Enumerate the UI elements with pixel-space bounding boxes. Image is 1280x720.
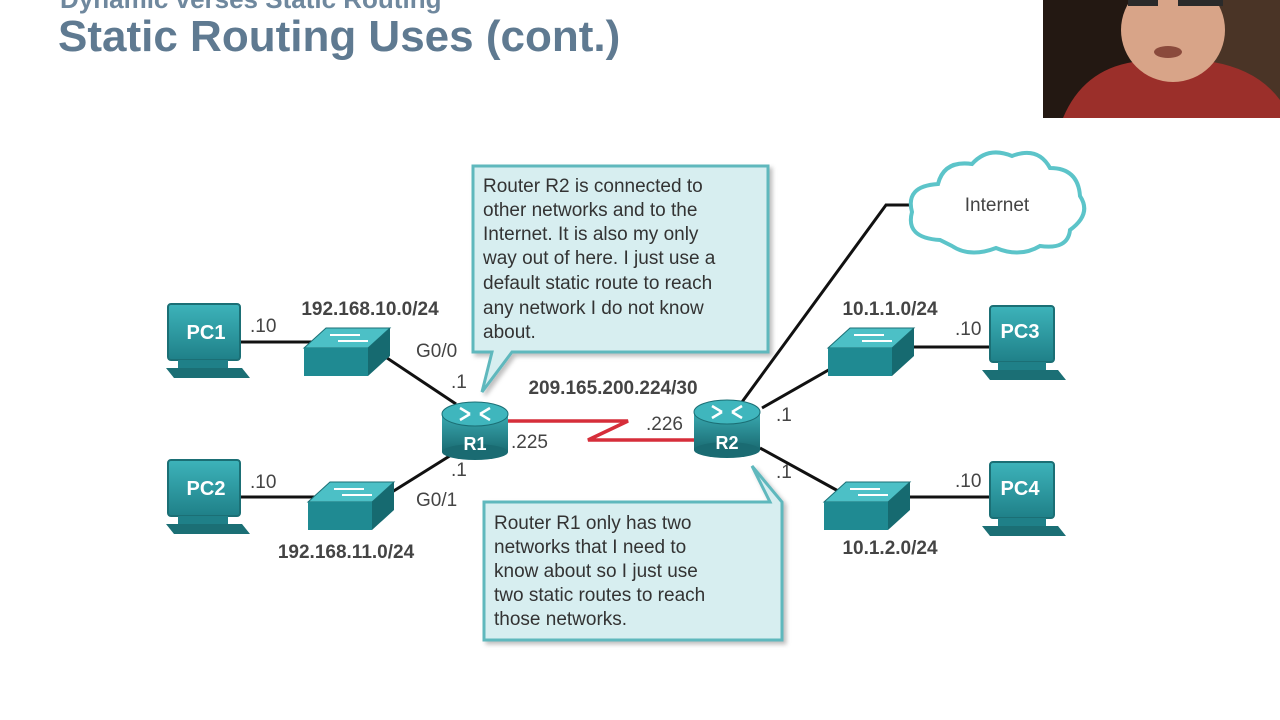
pc4-host: .10 [955, 471, 981, 492]
callout-r2-line: Router R2 is connected to [483, 176, 703, 197]
slide-supertitle: Dynamic verses Static Routing [60, 0, 441, 15]
switch3 [826, 327, 916, 376]
r2-bottom-host: .1 [776, 462, 792, 483]
pc2-host: .10 [250, 472, 276, 493]
router-r2: R2 [693, 399, 761, 458]
r2-top-host: .1 [776, 405, 792, 426]
r1-serial-host: .225 [511, 432, 548, 453]
pc4-label: PC4 [1001, 478, 1041, 500]
router-r1: R1 [441, 401, 509, 460]
link-r2-internet [740, 203, 910, 403]
link-r2-switch3 [761, 366, 833, 410]
internet-label: Internet [965, 195, 1030, 216]
callout-r1-line: know about so I just use [494, 561, 698, 582]
switch4 [822, 481, 912, 530]
pc1-host: .10 [250, 316, 276, 337]
callout-r2 [471, 164, 770, 393]
callout-r2-line: default static route to reach [483, 273, 712, 294]
net4-label: 10.1.2.0/24 [842, 538, 938, 559]
callout-r2-text: Router R2 is connected to other networks… [482, 176, 716, 343]
r1-g01-host: .1 [451, 460, 467, 481]
slide-title: Static Routing Uses (cont.) [58, 12, 621, 61]
r2-serial-host: .226 [646, 414, 683, 435]
callout-r1-line: those networks. [494, 609, 627, 630]
links [240, 203, 992, 499]
net2-label: 192.168.11.0/24 [278, 542, 415, 563]
pc3-label: PC3 [1001, 321, 1040, 343]
serial-link [500, 419, 700, 442]
callout-r1-line: two static routes to reach [494, 585, 705, 606]
callout-r1-line: Router R1 only has two [494, 513, 692, 534]
callout-r2-line: way out of here. I just use a [482, 248, 716, 269]
pc3: PC3 [982, 305, 1066, 380]
callout-r2-line: Internet. It is also my only [483, 224, 699, 245]
pc4: PC4 [982, 461, 1066, 536]
router-r1-label: R1 [463, 434, 486, 454]
callout-r1-text: Router R1 only has two networks that I n… [494, 513, 705, 630]
link-switch1-r1 [377, 350, 457, 406]
link-r2-switch4 [759, 446, 841, 494]
pc2-label: PC2 [187, 478, 226, 500]
r1-g01-label: G0/1 [416, 490, 457, 511]
pc2: PC2 [166, 459, 250, 534]
presenter-image [1043, 0, 1280, 118]
wan-label: 209.165.200.224/30 [528, 378, 697, 399]
router-r2-label: R2 [715, 433, 738, 453]
link-switch2-r1 [391, 450, 457, 494]
callout-r2-line: about. [483, 322, 536, 343]
callout-r1 [482, 465, 784, 642]
r1-g00-label: G0/0 [416, 341, 457, 362]
webcam-overlay [1043, 0, 1280, 118]
switch1 [302, 327, 392, 376]
net3-label: 10.1.1.0/24 [842, 299, 938, 320]
switch2 [306, 481, 396, 530]
net1-label: 192.168.10.0/24 [301, 299, 439, 320]
pc1: PC1 [166, 303, 250, 378]
internet-cloud: Internet [908, 150, 1087, 255]
callout-r1-line: networks that I need to [494, 537, 686, 558]
callout-r2-line: other networks and to the [483, 200, 697, 221]
r1-g00-host: .1 [451, 372, 467, 393]
pc3-host: .10 [955, 319, 981, 340]
pc1-label: PC1 [187, 322, 226, 344]
callout-r2-line: any network I do not know [483, 298, 704, 319]
